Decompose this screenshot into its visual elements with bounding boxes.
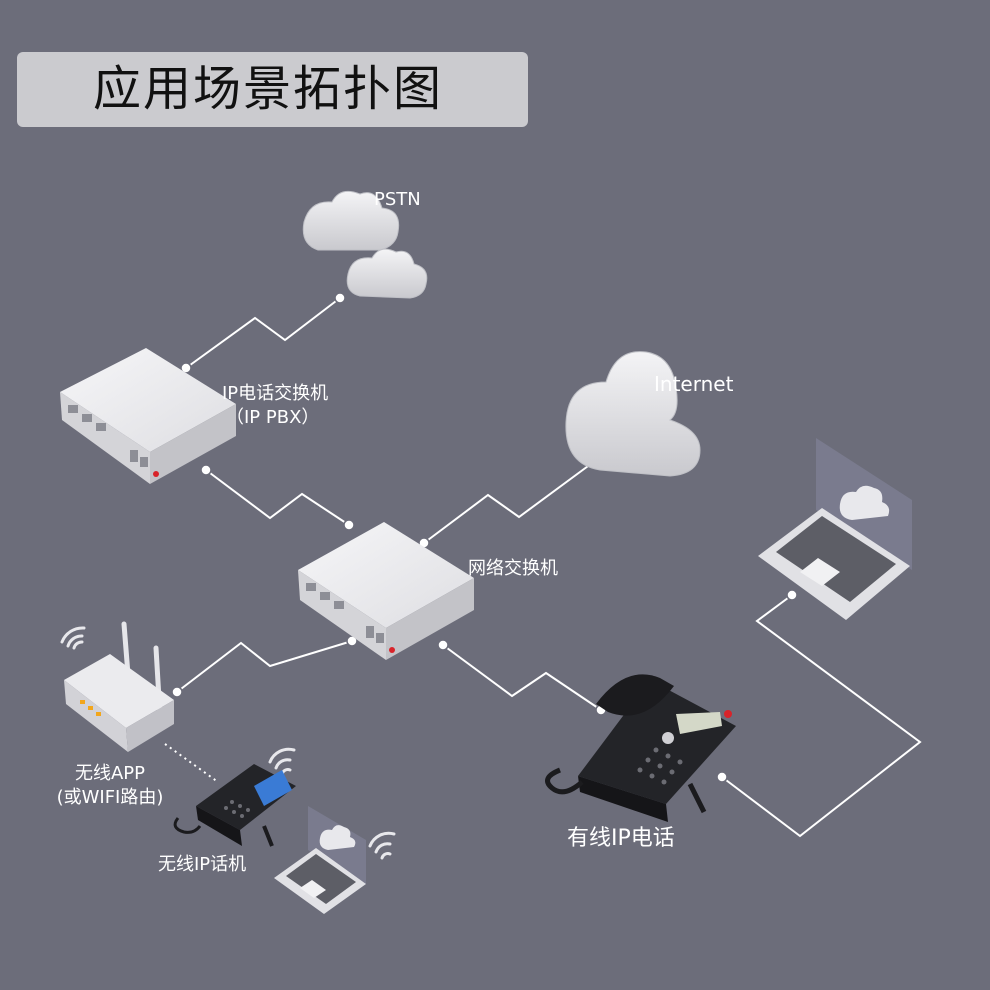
pstn-label: PSTN <box>374 189 421 210</box>
dot <box>343 519 355 531</box>
dot <box>716 771 728 783</box>
laptop-icon <box>758 438 912 620</box>
dot <box>437 639 449 651</box>
dot <box>171 686 183 698</box>
wifi-icon-router <box>60 626 86 650</box>
wireless-ip-phone-label: 无线IP话机 <box>158 854 247 875</box>
wireless-router-label-line1: 无线APP <box>74 763 146 784</box>
dot <box>786 589 798 601</box>
link-switch-wired-phone <box>442 644 602 711</box>
internet-cloud-icon <box>565 351 701 477</box>
dot <box>334 292 346 304</box>
connection-lines <box>164 297 922 838</box>
link-switch-internet <box>423 454 604 544</box>
internet-label: Internet <box>654 372 734 396</box>
small-laptop-icon <box>274 806 366 914</box>
link-switch-router <box>176 640 353 693</box>
wireless-ip-phone-icon <box>173 764 296 847</box>
pstn-cloud-icon <box>302 190 428 299</box>
wireless-router-label-line2: (或WIFI路由) <box>56 787 164 808</box>
network-switch-label: 网络交换机 <box>468 558 558 579</box>
network-switch-device-icon <box>298 522 474 660</box>
wired-ip-phone-label: 有线IP电话 <box>567 826 675 851</box>
title-banner: 应用场景拓扑图 <box>17 52 528 127</box>
wireless-router-icon <box>64 621 174 752</box>
link-laptop-wired-phone <box>721 594 922 838</box>
dot <box>200 464 212 476</box>
link-pbx-switch <box>205 469 350 526</box>
ip-pbx-label-line2: （IP PBX） <box>226 407 320 428</box>
ip-pbx-label-line1: IP电话交换机 <box>222 383 329 404</box>
link-router-wireless-phone <box>164 743 219 783</box>
wifi-icon-laptop <box>368 831 396 860</box>
link-pbx-pstn <box>185 297 341 369</box>
ip-pbx-device-icon <box>60 348 236 484</box>
wired-ip-phone-icon <box>545 674 736 822</box>
page-title: 应用场景拓扑图 <box>93 61 444 117</box>
